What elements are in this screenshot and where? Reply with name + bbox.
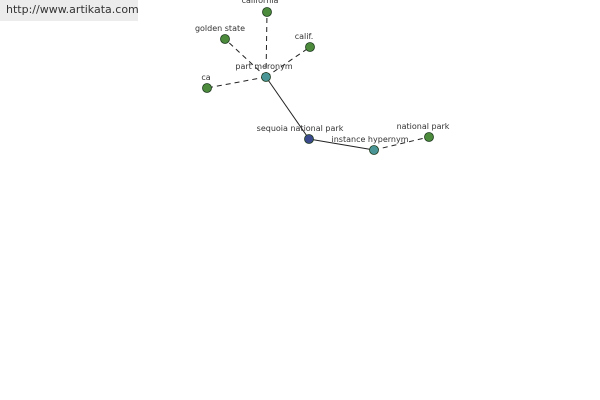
node-label-national-park: national park <box>397 122 450 131</box>
node-part-meronym[interactable] <box>261 72 271 82</box>
graph-edges <box>206 11 430 151</box>
edge-part-meronym-golden-state <box>224 38 267 78</box>
node-calif[interactable] <box>305 42 315 52</box>
node-label-golden-state: golden state <box>195 24 245 33</box>
edge-sequoia-instance-hypernym <box>308 138 375 151</box>
node-label-calif: calif. <box>295 32 314 41</box>
node-label-ca: ca <box>201 73 210 82</box>
watermark-url: http://www.artikata.com <box>0 0 139 21</box>
node-sequoia[interactable] <box>304 134 314 144</box>
edge-sequoia-part-meronym <box>265 76 310 140</box>
node-instance-hypernym[interactable] <box>369 145 379 155</box>
graph-nodes <box>202 7 434 155</box>
node-california[interactable] <box>262 7 272 17</box>
edge-part-meronym-ca <box>206 76 267 89</box>
node-golden-state[interactable] <box>220 34 230 44</box>
node-label-instance-hypernym: instance hypernym <box>332 135 409 144</box>
graph-labels: california golden state calif. ca part meron… <box>195 0 450 144</box>
node-national-park[interactable] <box>424 132 434 142</box>
edge-part-meronym-california <box>265 11 268 78</box>
node-label-part-meronym: part meronym <box>235 62 292 71</box>
node-ca[interactable] <box>202 83 212 93</box>
node-label-california: california <box>242 0 279 5</box>
edge-instance-hypernym-national-park <box>373 136 430 151</box>
node-label-sequoia: sequoia national park <box>257 124 344 133</box>
